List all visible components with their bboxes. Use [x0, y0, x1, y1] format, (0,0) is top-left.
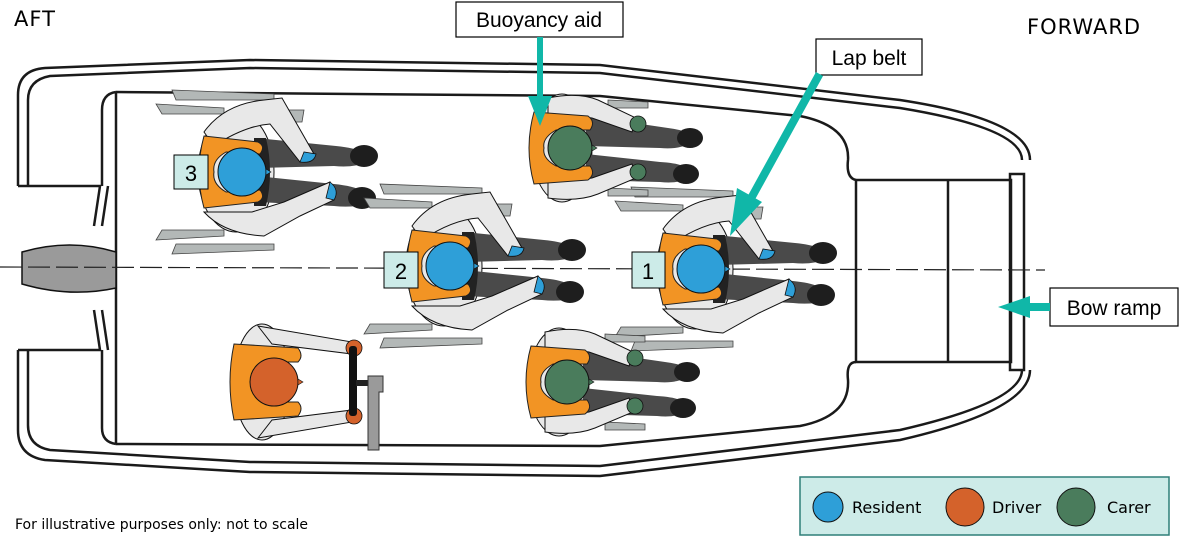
- position-2-number: 2: [395, 259, 407, 284]
- arrow-down-icon: [528, 96, 552, 126]
- legend: Resident Driver Carer: [799, 476, 1170, 536]
- legend-item-driver: Driver: [945, 487, 1042, 527]
- legend-label-carer: Carer: [1107, 498, 1151, 517]
- bow-ramp-label: Bow ramp: [1067, 297, 1162, 320]
- driver-swatch-icon: [945, 487, 985, 527]
- centre-line: [0, 266, 1046, 271]
- carer-swatch-icon: [1056, 487, 1096, 527]
- aft-label: AFT: [14, 7, 56, 31]
- forward-label: FORWARD: [1027, 15, 1141, 39]
- position-1-marker: 1: [631, 251, 666, 289]
- carer-top: [528, 93, 704, 203]
- resident-swatch-icon: [812, 491, 844, 523]
- legend-label-resident: Resident: [852, 498, 921, 517]
- lap-belt-label: Lap belt: [832, 47, 907, 70]
- buoyancy-aid-callout: Buoyancy aid: [455, 1, 624, 126]
- boat-hull: [16, 58, 1032, 478]
- steering-console: [349, 346, 384, 451]
- arrow-diagonal-icon: [730, 188, 762, 236]
- arrow-left-icon: [998, 296, 1030, 318]
- position-3-marker: 3: [173, 154, 209, 190]
- disclaimer-note: For illustrative purposes only: not to s…: [15, 517, 308, 533]
- legend-item-carer: Carer: [1056, 487, 1151, 527]
- position-3-number: 3: [185, 161, 197, 186]
- position-1-number: 1: [642, 259, 654, 284]
- driver: [229, 323, 363, 441]
- position-2-marker: 2: [383, 251, 419, 289]
- lap-belt-callout: Lap belt: [730, 38, 923, 236]
- legend-item-resident: Resident: [812, 491, 921, 523]
- outboard-motor: [21, 244, 117, 293]
- legend-label-driver: Driver: [992, 498, 1042, 517]
- bow-ramp-callout: Bow ramp: [998, 287, 1179, 327]
- buoyancy-aid-label: Buoyancy aid: [476, 9, 602, 32]
